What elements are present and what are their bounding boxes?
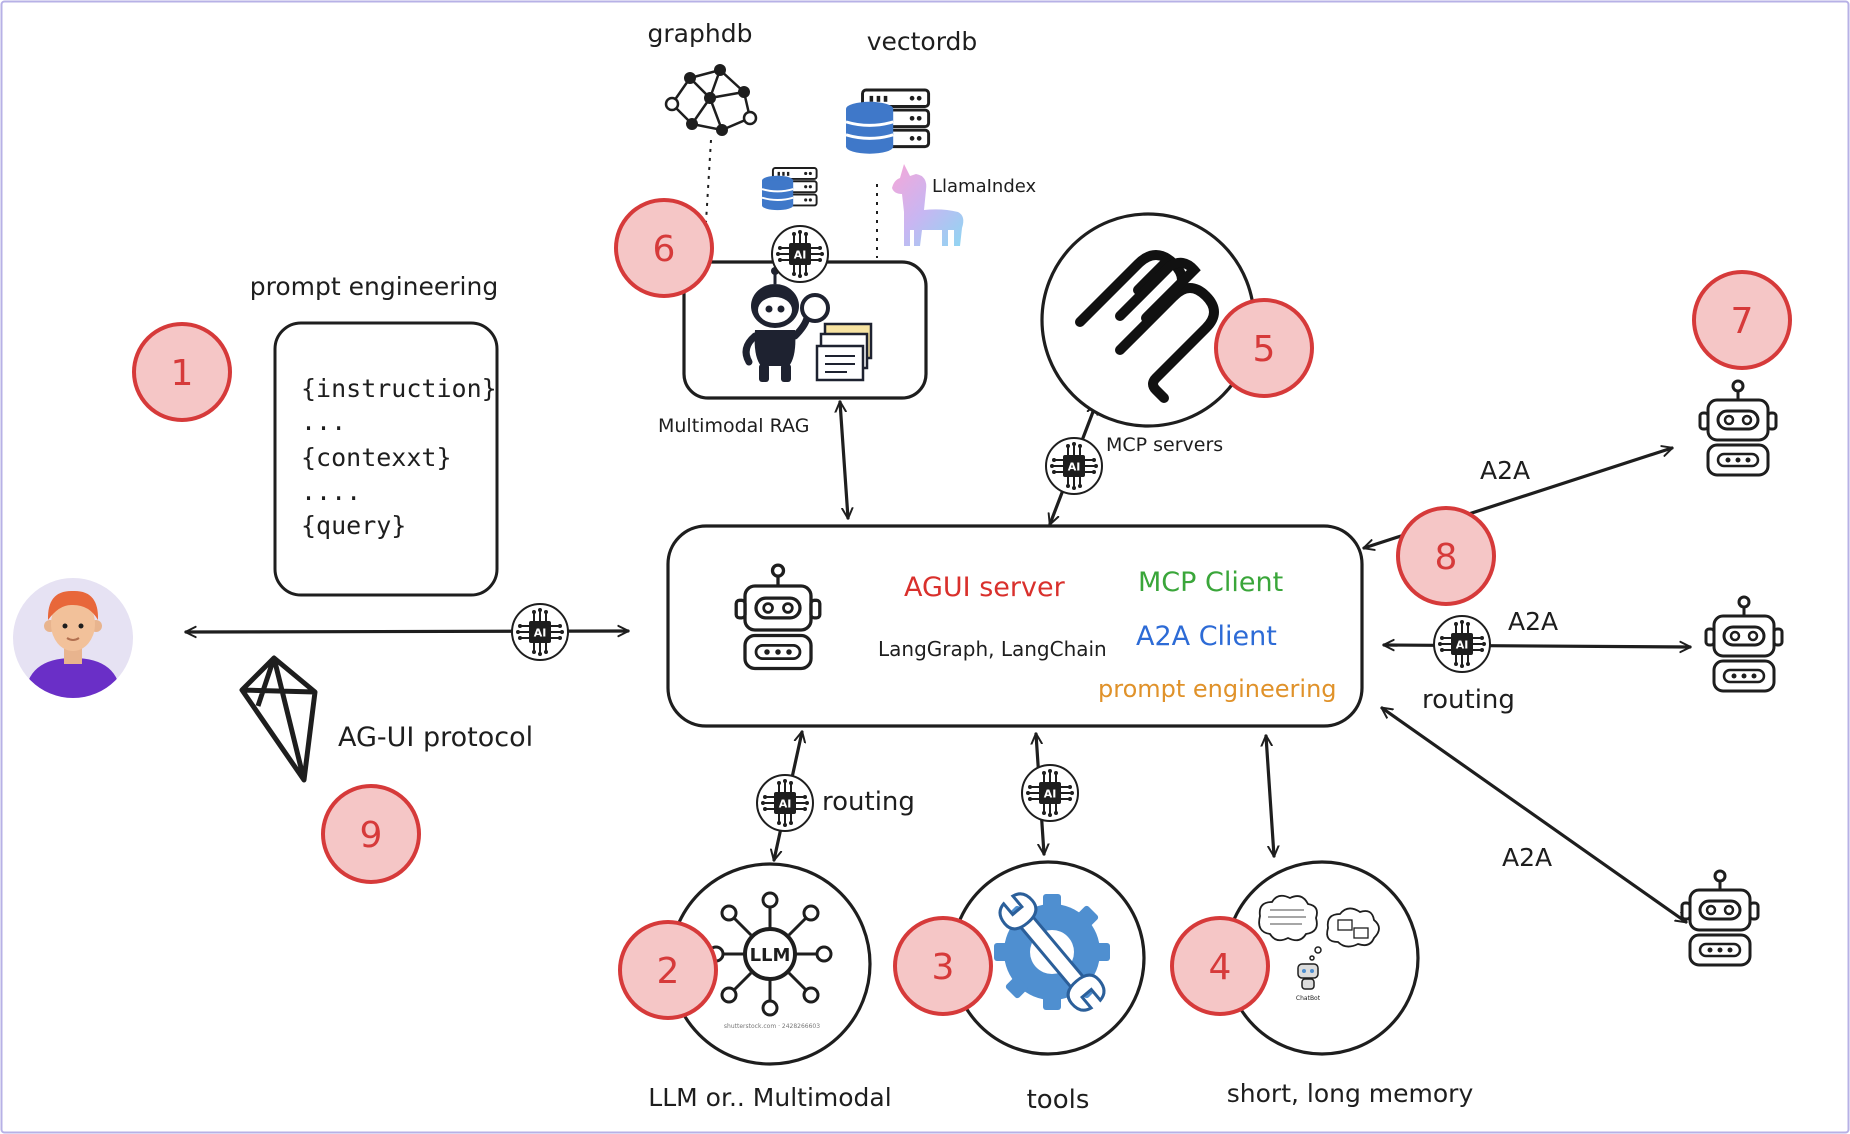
svg-text:3: 3: [932, 947, 955, 988]
prompt-line-ellipsis-1: ...: [301, 407, 346, 436]
agui-server-label: AGUI server: [904, 572, 1066, 603]
small-database-server-icon: [761, 167, 818, 212]
badge-9: 9: [321, 784, 421, 884]
a2a-mid-arrow: [1384, 645, 1690, 647]
prompt-line-instruction: {instruction}: [301, 374, 497, 403]
graphdb-dotted-link: [705, 139, 712, 223]
llm-watermark: shutterstock.com · 2428266603: [724, 1023, 820, 1030]
llm-link-ai-chip-icon: [756, 774, 814, 832]
svg-text:7: 7: [1731, 301, 1754, 342]
vectordb-label: vectordb: [867, 27, 978, 56]
prompt-engineering-title: prompt engineering: [250, 272, 498, 301]
badge-1: 1: [132, 322, 232, 422]
badge-7: 7: [1692, 270, 1792, 370]
multimodal-rag-label: Multimodal RAG: [658, 415, 809, 437]
svg-text:2: 2: [657, 951, 680, 992]
svg-text:1: 1: [171, 353, 194, 394]
badge-2: 2: [618, 920, 718, 1020]
svg-text:LLM: LLM: [750, 945, 791, 966]
frameworks-label: LangGraph, LangChain: [878, 637, 1107, 661]
peer-agent-bottom-robot-icon: [1680, 869, 1760, 967]
wrench-gear-icon: [994, 892, 1110, 1012]
prompt-engineering-card: prompt engineering {instruction} ... {co…: [250, 272, 499, 597]
svg-text:6: 6: [653, 229, 676, 270]
badge-8: 8: [1396, 506, 1496, 606]
ag-ui-logo-icon: [239, 655, 318, 783]
svg-text:4: 4: [1209, 947, 1232, 988]
peer-agent-mid-robot-icon: [1704, 595, 1784, 693]
badge-5: 5: [1214, 298, 1314, 398]
agent-box: AGUI server MCP Client A2A Client LangGr…: [666, 524, 1364, 728]
memory-chatbot-caption: ChatBot: [1296, 995, 1321, 1002]
svg-text:9: 9: [360, 815, 383, 856]
mcp-servers-label: MCP servers: [1106, 434, 1223, 456]
rag-agent-arrow: [840, 402, 848, 518]
database-server-icon: [844, 88, 931, 156]
mcp-logo-icon: [1075, 250, 1219, 403]
a2a-bottom-label: A2A: [1502, 843, 1552, 872]
robot-search-documents-icon: [742, 267, 873, 382]
prompt-line-query: {query}: [301, 511, 406, 540]
rag-ai-chip-icon: [771, 225, 829, 283]
user-avatar: [13, 578, 133, 698]
peer-agent-top-robot-icon: [1698, 379, 1778, 477]
mcp-client-label: MCP Client: [1138, 567, 1283, 598]
routing-left-label: routing: [822, 787, 915, 817]
mcp-ai-chip-icon: [1045, 437, 1103, 495]
llamaindex-label: LlamaIndex: [932, 176, 1037, 197]
ag-ui-protocol-label: AG-UI protocol: [338, 722, 533, 753]
tools-label: tools: [1027, 1085, 1090, 1115]
prompt-line-ellipsis-2: ....: [301, 477, 361, 506]
agent-memory-arrow: [1266, 736, 1274, 856]
graph-network-icon: [664, 64, 758, 136]
chatbot-thought-bubbles-icon: ChatBot: [1258, 894, 1380, 1002]
badge-6: 6: [614, 198, 714, 298]
rag-block: [682, 260, 928, 400]
a2a-client-label: A2A Client: [1136, 621, 1277, 652]
routing-right-label: routing: [1422, 685, 1515, 715]
a2a-bottom-arrow: [1380, 706, 1688, 924]
a2a-link-ai-chip-icon: [1433, 615, 1491, 673]
memory-label: short, long memory: [1227, 1079, 1474, 1108]
llm-network-icon: LLM: [707, 891, 833, 1017]
tools-link-ai-chip-icon: [1021, 764, 1079, 822]
svg-text:5: 5: [1253, 329, 1276, 370]
llm-or-multimodal-label: LLM or.. Multimodal: [648, 1083, 891, 1112]
llama-icon: [892, 164, 964, 246]
badge-4: 4: [1170, 916, 1270, 1016]
a2a-mid-label: A2A: [1508, 607, 1558, 636]
agent-prompt-engineering-label: prompt engineering: [1098, 675, 1337, 703]
svg-text:8: 8: [1435, 537, 1458, 578]
user-link-ai-chip-icon: [511, 603, 569, 661]
badge-3: 3: [893, 916, 993, 1016]
a2a-top-label: A2A: [1480, 456, 1530, 485]
prompt-line-context: {contexxt}: [301, 443, 452, 472]
graphdb-label: graphdb: [648, 19, 753, 48]
